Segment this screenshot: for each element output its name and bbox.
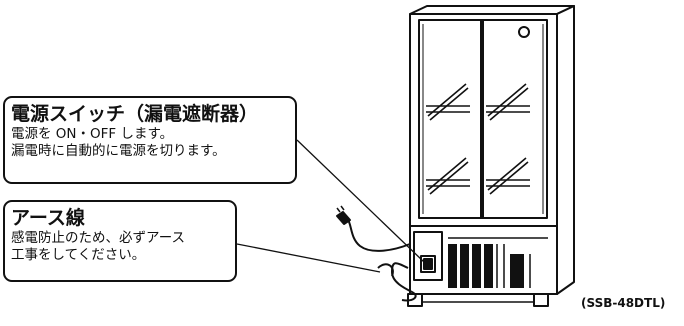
power-cord	[346, 217, 411, 252]
cabinet-foot-right	[533, 293, 549, 307]
power-plug	[336, 211, 351, 225]
door-lock	[518, 26, 530, 38]
shelves	[426, 83, 530, 195]
power-switch-title: 電源スイッチ（漏電遮断器）	[11, 103, 259, 125]
earth-wire-title: アース線	[11, 207, 85, 229]
model-label: (SSB-48DTL)	[581, 296, 666, 310]
glass-door-left	[418, 19, 484, 219]
power-switch-callout: 電源スイッチ（漏電遮断器） 電源を ON・OFF します。 漏電時に自動的に電源…	[3, 96, 297, 184]
earth-wire-line-2: 工事をしてください。	[11, 247, 146, 264]
glass-door-right	[480, 19, 548, 219]
earth-wire-line-1: 感電防止のため、必ずアース	[11, 229, 186, 246]
leader-power-switch	[296, 139, 425, 263]
cabinet-side	[556, 5, 575, 295]
earth-wire-callout: アース線 感電防止のため、必ずアース 工事をしてください。	[3, 200, 237, 282]
leader-earth-wire	[236, 243, 381, 273]
machine-louvers	[448, 237, 548, 288]
cabinet-top	[409, 5, 575, 15]
power-switch-line-1: 電源を ON・OFF します。	[11, 125, 174, 142]
power-switch-line-2: 漏電時に自動的に電源を切ります。	[11, 143, 226, 160]
earth-wire	[391, 262, 417, 302]
machine-grill	[448, 244, 524, 288]
